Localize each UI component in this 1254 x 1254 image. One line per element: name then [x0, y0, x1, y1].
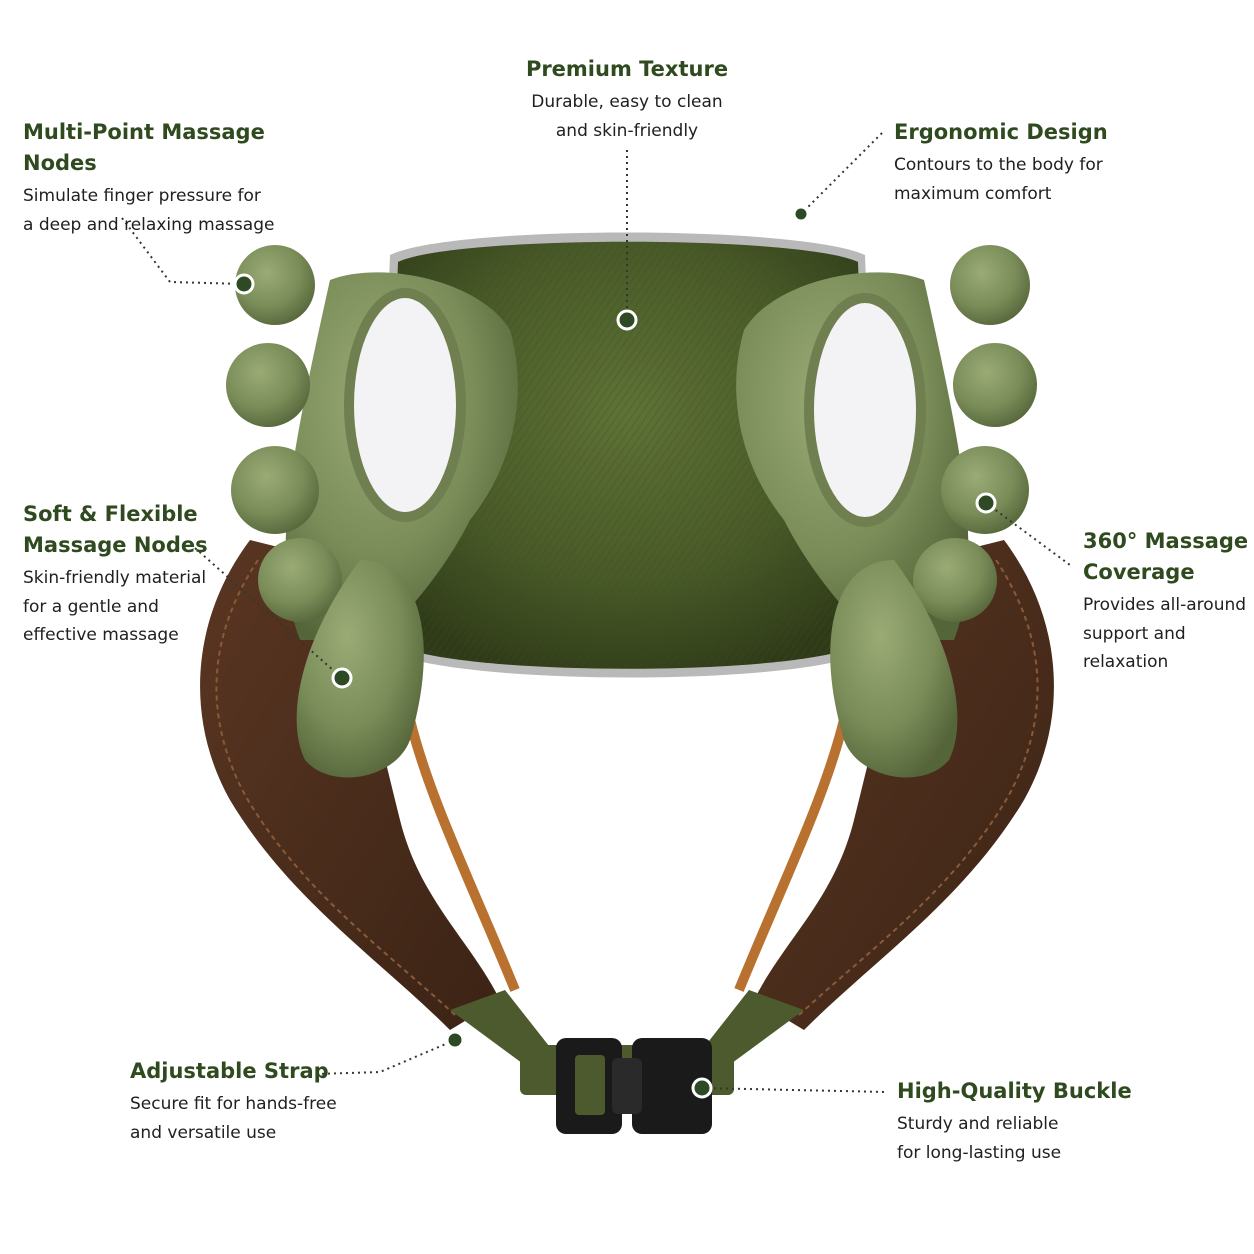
desc-line: maximum comfort	[894, 183, 1052, 204]
desc-line: relaxation	[1083, 652, 1169, 672]
feature-description: Provides all-around support and relaxati…	[1083, 591, 1251, 677]
node-cluster-left	[226, 245, 518, 778]
marker-soft-flexible	[331, 667, 353, 689]
leader-soft-flexible	[194, 547, 343, 679]
leather-arm-left	[200, 540, 520, 1030]
desc-line: Secure fit for hands-free	[130, 1094, 337, 1114]
marker-coverage	[975, 492, 997, 514]
desc-line: for long-lasting use	[897, 1142, 1062, 1163]
marker-multi-point	[233, 273, 255, 295]
leader-buckle	[701, 1087, 887, 1093]
feature-description: Secure fit for hands-free and versatile …	[130, 1090, 430, 1147]
feature-description: Simulate finger pressure for a deep and …	[23, 182, 343, 239]
desc-line: a deep and relaxing massage	[23, 214, 275, 235]
feature-ergonomic: Ergonomic Design Contours to the body fo…	[894, 117, 1194, 208]
feature-strap: Adjustable Strap Secure fit for hands-fr…	[130, 1056, 430, 1147]
feature-multi-point: Multi-Point Massage Nodes Simulate finge…	[23, 117, 343, 239]
buckle	[556, 1038, 712, 1134]
marker-premium-texture	[616, 309, 638, 331]
desc-line: Sturdy and reliable	[897, 1114, 1059, 1134]
desc-line: effective massage	[23, 625, 179, 645]
feature-title: Multi-Point Massage Nodes	[23, 120, 265, 175]
desc-line: support and	[1083, 623, 1186, 644]
feature-title: Ergonomic Design	[894, 120, 1108, 144]
feature-buckle: High-Quality Buckle Sturdy and reliable …	[897, 1076, 1197, 1167]
feature-title: High-Quality Buckle	[897, 1079, 1132, 1103]
feature-title: 360° Massage Coverage	[1083, 526, 1251, 588]
desc-line: Contours to the body for	[894, 155, 1103, 175]
title-line: Soft & Flexible	[23, 502, 198, 526]
leader-ergonomic	[800, 132, 883, 215]
feature-description: Sturdy and reliable for long-lasting use	[897, 1110, 1197, 1167]
node-cluster-right	[736, 245, 1037, 778]
feature-description: Durable, easy to clean and skin-friendly	[500, 88, 754, 145]
feature-description: Contours to the body for maximum comfort	[894, 151, 1194, 208]
desc-line: and skin-friendly	[555, 120, 699, 141]
desc-line: Durable, easy to clean	[531, 92, 723, 112]
feature-coverage: 360° Massage Coverage Provides all-aroun…	[1083, 526, 1251, 677]
leather-arm-right	[734, 540, 1054, 1030]
title-line: 360° Massage	[1083, 529, 1249, 553]
title-line: Massage Nodes	[23, 533, 208, 557]
feature-title: Adjustable Strap	[130, 1059, 329, 1083]
desc-line: Provides all-around	[1083, 595, 1247, 615]
marker-ergonomic	[792, 205, 810, 223]
desc-line: and versatile use	[130, 1122, 277, 1143]
leader-multi-point	[121, 217, 245, 285]
marker-buckle	[691, 1077, 713, 1099]
feature-premium-texture: Premium Texture Durable, easy to clean a…	[500, 54, 754, 145]
desc-line: Skin-friendly material	[23, 568, 207, 588]
feature-soft-flexible: Soft & Flexible Massage Nodes Skin-frien…	[23, 499, 253, 650]
title-line: Coverage	[1083, 560, 1195, 584]
feature-title: Soft & Flexible Massage Nodes	[23, 499, 253, 561]
feature-title: Premium Texture	[525, 57, 729, 81]
desc-line: for a gentle and	[23, 596, 159, 617]
feature-description: Skin-friendly material for a gentle and …	[23, 564, 253, 650]
marker-strap	[445, 1030, 465, 1050]
desc-line: Simulate finger pressure for	[23, 186, 261, 206]
